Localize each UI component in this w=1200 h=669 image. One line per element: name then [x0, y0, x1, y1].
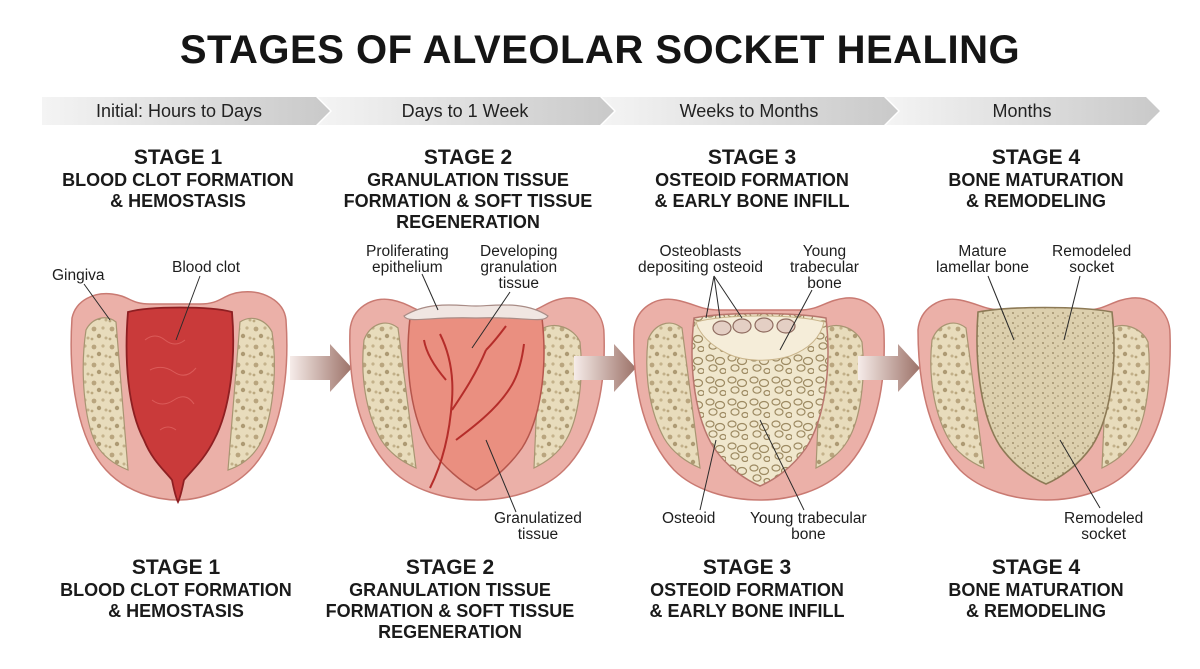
- stage2-name: GRANULATION TISSUE FORMATION & SOFT TISS…: [343, 170, 593, 232]
- stage2-number: STAGE 2: [423, 146, 513, 169]
- label-mature-lamellar: Mature lamellar bone: [936, 243, 1030, 276]
- stage3-heading-top: STAGE 3 OSTEOID FORMATION & EARLY BONE I…: [617, 146, 887, 212]
- timeline-segment-4: [886, 97, 1160, 125]
- stage3-number-bottom: STAGE 3: [702, 556, 792, 579]
- timeline-label-3: Weeks to Months: [679, 101, 819, 121]
- timeline: Initial: Hours to Days Days to 1 Week We…: [0, 94, 1200, 128]
- timeline-segment-3: [602, 97, 898, 125]
- stage1-illustration: [70, 291, 288, 505]
- page-title: STAGES OF ALVEOLAR SOCKET HEALING: [179, 28, 1021, 72]
- stage4-name-bottom: BONE MATURATION & REMODELING: [948, 580, 1124, 621]
- stage-arrow-1: [290, 344, 352, 392]
- osteoblasts: [712, 317, 796, 336]
- stage2-name-bottom: GRANULATION TISSUE FORMATION & SOFT TISS…: [325, 580, 575, 642]
- stage1-name-bottom: BLOOD CLOT FORMATION & HEMOSTASIS: [60, 580, 292, 621]
- mature-lamellar-bone: [976, 306, 1115, 485]
- stage-arrow-3: [858, 344, 920, 392]
- blood-clot: [125, 306, 235, 505]
- stage1-bone: [82, 317, 275, 471]
- stage1-heading-bottom: STAGE 1 BLOOD CLOT FORMATION & HEMOSTASI…: [41, 556, 311, 622]
- label-osteoblasts: Osteoblasts depositing osteoid: [638, 243, 763, 276]
- label-remodeled-socket-bottom: Remodeled socket: [1064, 510, 1144, 543]
- timeline-label-2: Days to 1 Week: [401, 101, 529, 121]
- label-gingiva: Gingiva: [52, 267, 105, 284]
- clot-texture: [144, 335, 197, 431]
- stage1-name: BLOOD CLOT FORMATION & HEMOSTASIS: [62, 170, 294, 211]
- label-osteoid: Osteoid: [662, 510, 716, 527]
- stage3-number: STAGE 3: [707, 146, 797, 169]
- timeline-label-4: Months: [992, 101, 1052, 121]
- stage4-heading-bottom: STAGE 4 BONE MATURATION & REMODELING: [901, 556, 1171, 622]
- stage4-number: STAGE 4: [991, 146, 1081, 169]
- stage4-number-bottom: STAGE 4: [991, 556, 1081, 579]
- stage1-number: STAGE 1: [133, 146, 223, 169]
- stage3-illustration: [633, 297, 885, 501]
- stage1-heading-top: STAGE 1 BLOOD CLOT FORMATION & HEMOSTASI…: [43, 146, 313, 212]
- label-granulatized-tissue: Granulatized tissue: [494, 510, 582, 543]
- stage4-heading-top: STAGE 4 BONE MATURATION & REMODELING: [901, 146, 1171, 212]
- label-young-trabecular-top: Young trabecular bone: [790, 243, 859, 292]
- stage1-number-bottom: STAGE 1: [131, 556, 221, 579]
- timeline-segment-1: [42, 97, 330, 125]
- timeline-label-1: Initial: Hours to Days: [95, 101, 263, 121]
- stage2-illustration: [349, 297, 605, 501]
- label-remodeled-socket-top: Remodeled socket: [1052, 243, 1132, 276]
- stage3-heading-bottom: STAGE 3 OSTEOID FORMATION & EARLY BONE I…: [612, 556, 882, 622]
- label-young-trabecular-bottom: Young trabecular bone: [750, 510, 867, 543]
- timeline-segment-2: [318, 97, 614, 125]
- stage2-number-bottom: STAGE 2: [405, 556, 495, 579]
- young-trabecular-bone: [691, 312, 829, 487]
- stage2-heading-top: STAGE 2 GRANULATION TISSUE FORMATION & S…: [333, 146, 603, 233]
- timeline-banner: [42, 97, 1160, 125]
- stage2-heading-bottom: STAGE 2 GRANULATION TISSUE FORMATION & S…: [315, 556, 585, 643]
- vessels: [423, 325, 525, 489]
- label-blood-clot: Blood clot: [172, 259, 241, 276]
- leader-lines: [83, 273, 1101, 513]
- stage4-name: BONE MATURATION & REMODELING: [948, 170, 1124, 211]
- label-developing-granulation: Developing granulation tissue: [480, 243, 558, 292]
- epithelium-layer: [403, 304, 549, 321]
- label-proliferating-epithelium: Proliferating epithelium: [366, 243, 449, 276]
- stage3-name: OSTEOID FORMATION & EARLY BONE INFILL: [654, 170, 850, 211]
- stage4-illustration: [917, 297, 1171, 501]
- stage3-name-bottom: OSTEOID FORMATION & EARLY BONE INFILL: [649, 580, 845, 621]
- stage-arrow-2: [574, 344, 636, 392]
